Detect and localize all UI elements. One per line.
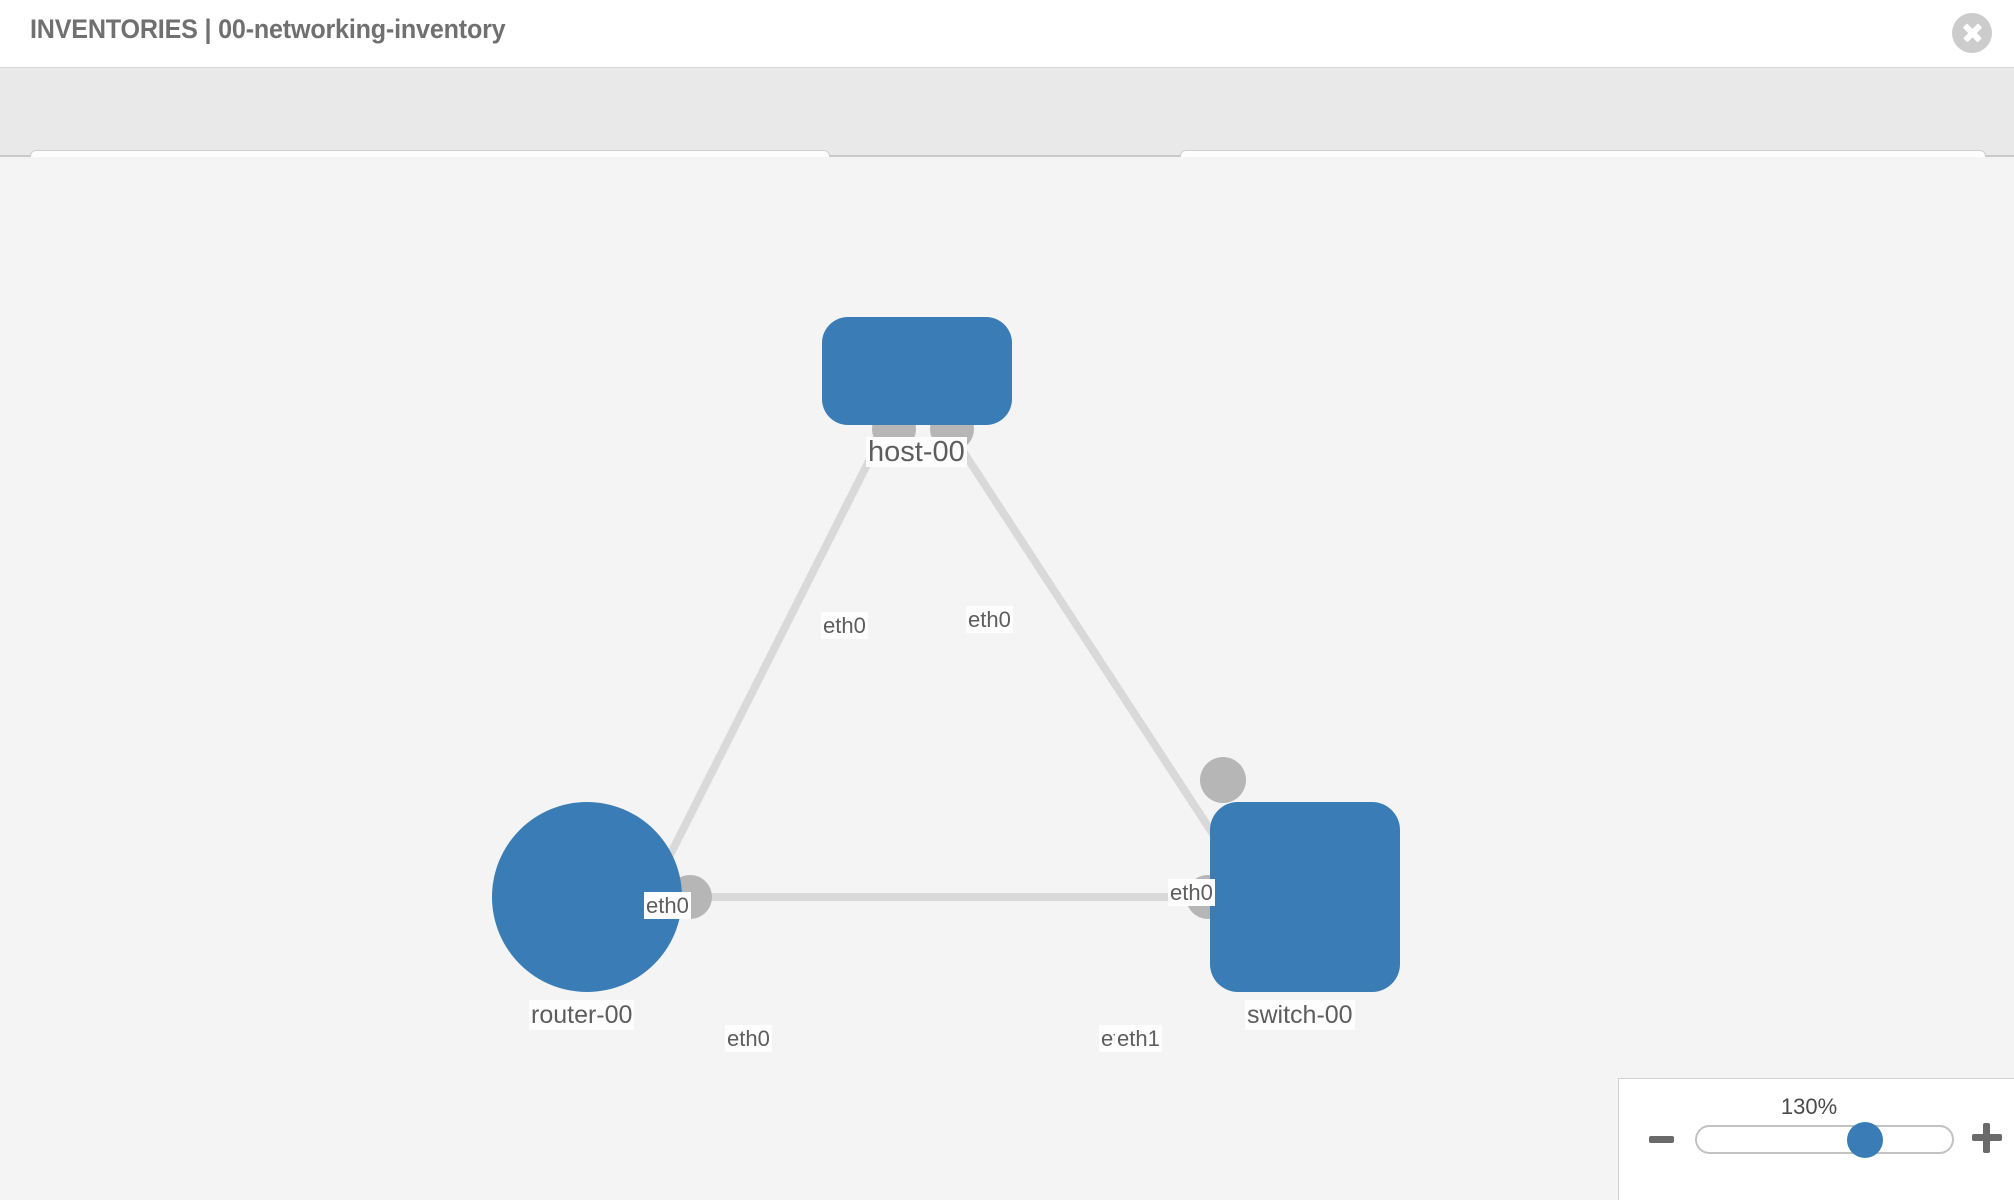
topology-canvas[interactable]: host-00 router-00 <box>0 157 2014 1200</box>
node-switch-00-shape[interactable] <box>1210 802 1400 992</box>
zoom-level-label: 130% <box>1780 1094 1838 1119</box>
topology-edges <box>656 436 1232 901</box>
edge-host-switch <box>951 436 1232 860</box>
zoom-out-button[interactable] <box>1649 1136 1674 1143</box>
node-switch-00-label: switch-00 <box>1245 1000 1355 1030</box>
toolbar: ACTIONS SEARCH <box>0 67 2014 205</box>
node-host-00-shape[interactable] <box>822 317 1012 425</box>
nub-switch-top-left <box>1200 757 1246 803</box>
zoom-in-button[interactable] <box>1972 1123 2002 1153</box>
node-host-00-label: host-00 <box>866 436 967 468</box>
zoom-control[interactable]: 130% <box>1618 1078 2014 1200</box>
zoom-slider-thumb[interactable] <box>1847 1121 1884 1158</box>
if-label-router-to-host: eth0 <box>644 892 691 919</box>
if-label-switch-to-router: eth1 <box>1115 1025 1162 1052</box>
if-label-switch-to-host: eth0 <box>1168 879 1215 906</box>
edge-router-host <box>656 437 884 877</box>
if-label-host-right: eth0 <box>966 606 1013 633</box>
page-header: INVENTORIES | 00-networking-inventory <box>0 0 2014 67</box>
zoom-slider-track[interactable] <box>1695 1121 1954 1158</box>
if-label-host-left: eth0 <box>821 612 868 639</box>
page-title: INVENTORIES | 00-networking-inventory <box>30 14 506 44</box>
close-icon[interactable] <box>1952 13 1992 53</box>
node-router-00-label: router-00 <box>529 1000 635 1030</box>
if-label-router-to-switch: eth0 <box>725 1025 772 1052</box>
